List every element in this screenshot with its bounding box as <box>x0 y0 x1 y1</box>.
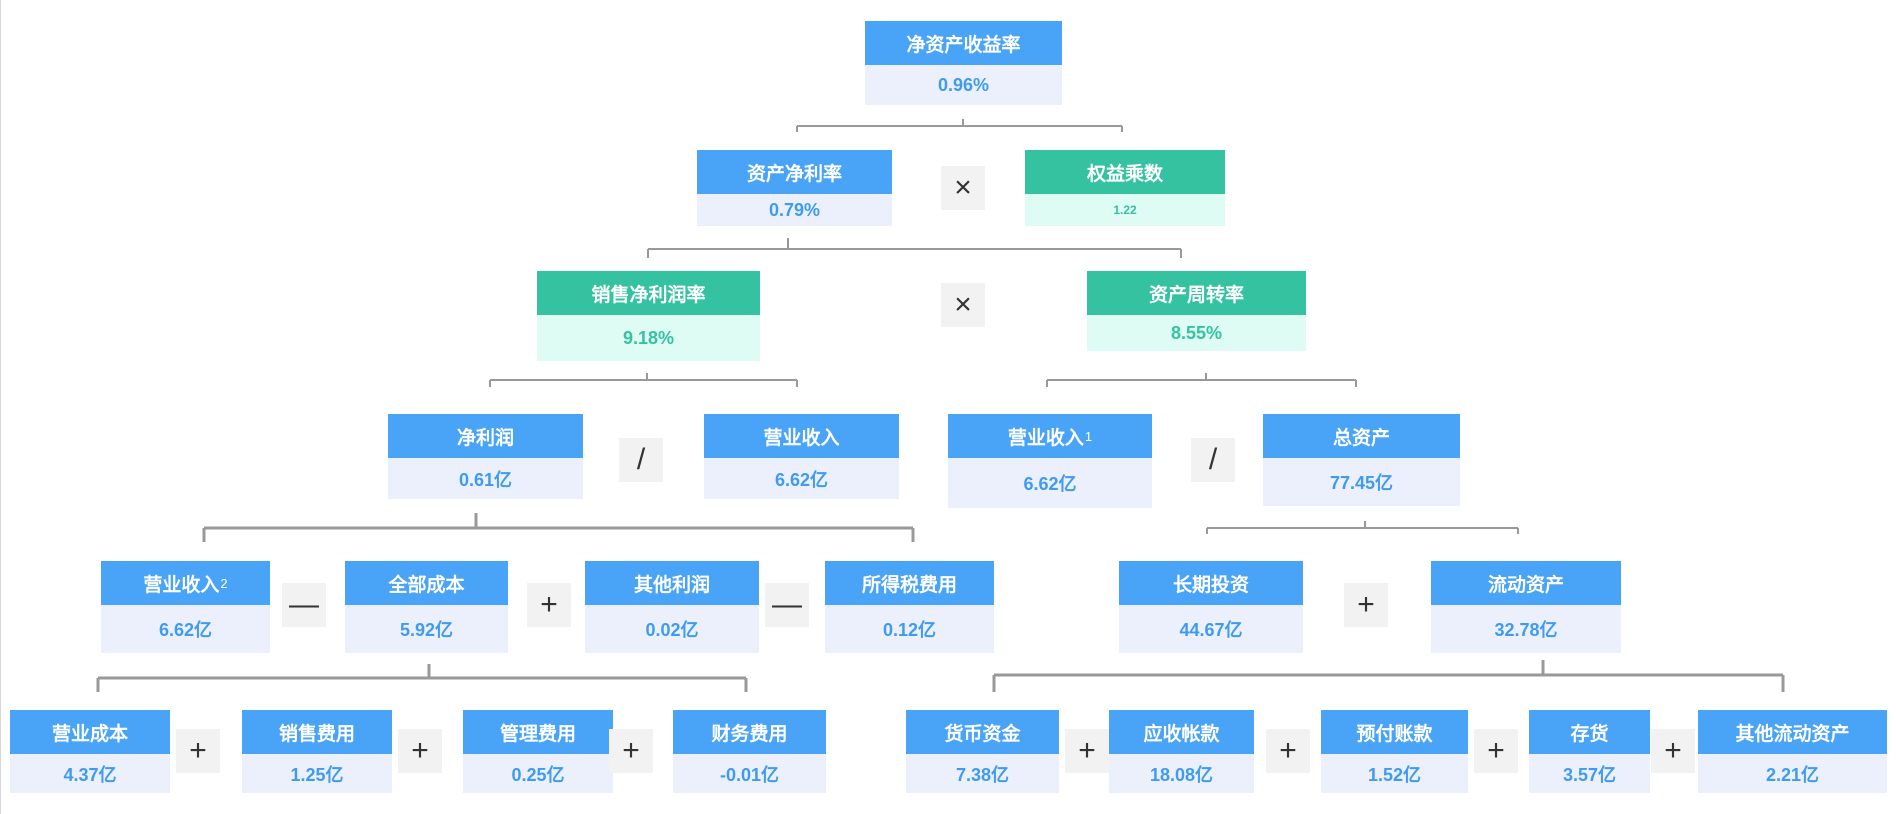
divide-operator: / <box>1191 438 1235 482</box>
node-total-assets-value: 77.45亿 <box>1263 458 1460 506</box>
node-total-cost-value: 5.92亿 <box>345 605 508 653</box>
plus-operator: + <box>1344 583 1388 627</box>
node-asset-turnover-label: 资产周转率 <box>1087 271 1306 315</box>
node-admin-expense-label: 管理费用 <box>463 710 613 754</box>
plus-operator: + <box>176 729 220 773</box>
node-revenue-2-value: 6.62亿 <box>101 605 270 653</box>
node-revenue: 营业收入 6.62亿 <box>704 414 899 499</box>
node-equity-multiplier-value: 1.22 <box>1025 194 1225 226</box>
node-equity-multiplier-label: 权益乘数 <box>1025 150 1225 194</box>
multiply-operator: × <box>941 283 985 327</box>
node-long-term-investment-label: 长期投资 <box>1119 561 1303 605</box>
node-net-profit-margin: 销售净利润率 9.18% <box>537 271 760 361</box>
node-cash-label: 货币资金 <box>906 710 1059 754</box>
node-total-cost: 全部成本 5.92亿 <box>345 561 508 653</box>
node-selling-expense-value: 1.25亿 <box>242 754 392 793</box>
node-net-profit-margin-label: 销售净利润率 <box>537 271 760 315</box>
node-roa-label: 资产净利率 <box>697 150 892 194</box>
multiply-operator: × <box>941 166 985 210</box>
node-financial-expense-label: 财务费用 <box>673 710 826 754</box>
node-total-cost-label: 全部成本 <box>345 561 508 605</box>
node-admin-expense-value: 0.25亿 <box>463 754 613 793</box>
node-long-term-investment: 长期投资 44.67亿 <box>1119 561 1303 653</box>
node-revenue-1-superscript: 1 <box>1084 428 1093 444</box>
node-accounts-receivable: 应收帐款 18.08亿 <box>1109 710 1254 793</box>
node-roe-value: 0.96% <box>865 65 1062 105</box>
node-revenue-1-value: 6.62亿 <box>948 458 1152 508</box>
node-total-assets-label: 总资产 <box>1263 414 1460 458</box>
node-other-profit-value: 0.02亿 <box>585 605 759 653</box>
node-inventory-label: 存货 <box>1529 710 1650 754</box>
minus-operator: — <box>765 583 809 627</box>
node-revenue-2-superscript: 2 <box>220 575 228 591</box>
node-income-tax-label: 所得税费用 <box>825 561 994 605</box>
divide-operator: / <box>619 438 663 482</box>
node-selling-expense-label: 销售费用 <box>242 710 392 754</box>
node-inventory: 存货 3.57亿 <box>1529 710 1650 793</box>
node-operating-cost-label: 营业成本 <box>10 710 170 754</box>
plus-operator: + <box>398 729 442 773</box>
node-asset-turnover-value: 8.55% <box>1087 315 1306 351</box>
left-border <box>0 0 1 814</box>
node-operating-cost-value: 4.37亿 <box>10 754 170 793</box>
node-equity-multiplier: 权益乘数 1.22 <box>1025 150 1225 226</box>
node-accounts-receivable-label: 应收帐款 <box>1109 710 1254 754</box>
node-revenue-2-label-text: 营业收入 <box>143 574 220 596</box>
node-asset-turnover: 资产周转率 8.55% <box>1087 271 1306 351</box>
plus-operator: + <box>527 583 571 627</box>
node-current-assets-value: 32.78亿 <box>1431 605 1621 653</box>
node-selling-expense: 销售费用 1.25亿 <box>242 710 392 793</box>
node-other-profit-label: 其他利润 <box>585 561 759 605</box>
node-financial-expense: 财务费用 -0.01亿 <box>673 710 826 793</box>
node-revenue-value: 6.62亿 <box>704 458 899 499</box>
node-roa-value: 0.79% <box>697 194 892 226</box>
node-net-profit-label: 净利润 <box>388 414 583 458</box>
node-other-current-assets: 其他流动资产 2.21亿 <box>1698 710 1887 793</box>
node-total-assets: 总资产 77.45亿 <box>1263 414 1460 506</box>
plus-operator: + <box>1266 729 1310 773</box>
node-other-current-assets-label: 其他流动资产 <box>1698 710 1887 754</box>
minus-operator: — <box>282 583 326 627</box>
node-revenue-1-label-text: 营业收入 <box>1007 427 1084 449</box>
node-roa: 资产净利率 0.79% <box>697 150 892 226</box>
node-current-assets: 流动资产 32.78亿 <box>1431 561 1621 653</box>
plus-operator: + <box>1474 729 1518 773</box>
node-prepayments-label: 预付账款 <box>1321 710 1468 754</box>
node-cash: 货币资金 7.38亿 <box>906 710 1059 793</box>
node-long-term-investment-value: 44.67亿 <box>1119 605 1303 653</box>
node-prepayments-value: 1.52亿 <box>1321 754 1468 793</box>
node-revenue-label: 营业收入 <box>704 414 899 458</box>
node-roe: 净资产收益率 0.96% <box>865 21 1062 105</box>
node-inventory-value: 3.57亿 <box>1529 754 1650 793</box>
node-income-tax: 所得税费用 0.12亿 <box>825 561 994 653</box>
node-roe-label: 净资产收益率 <box>865 21 1062 65</box>
node-financial-expense-value: -0.01亿 <box>673 754 826 793</box>
node-net-profit: 净利润 0.61亿 <box>388 414 583 499</box>
node-admin-expense: 管理费用 0.25亿 <box>463 710 613 793</box>
node-current-assets-label: 流动资产 <box>1431 561 1621 605</box>
node-operating-cost: 营业成本 4.37亿 <box>10 710 170 793</box>
node-accounts-receivable-value: 18.08亿 <box>1109 754 1254 793</box>
node-cash-value: 7.38亿 <box>906 754 1059 793</box>
node-net-profit-value: 0.61亿 <box>388 458 583 499</box>
plus-operator: + <box>1651 729 1695 773</box>
node-income-tax-value: 0.12亿 <box>825 605 994 653</box>
node-other-current-assets-value: 2.21亿 <box>1698 754 1887 793</box>
plus-operator: + <box>1065 729 1109 773</box>
node-net-profit-margin-value: 9.18% <box>537 315 760 361</box>
node-prepayments: 预付账款 1.52亿 <box>1321 710 1468 793</box>
plus-operator: + <box>609 729 653 773</box>
node-other-profit: 其他利润 0.02亿 <box>585 561 759 653</box>
